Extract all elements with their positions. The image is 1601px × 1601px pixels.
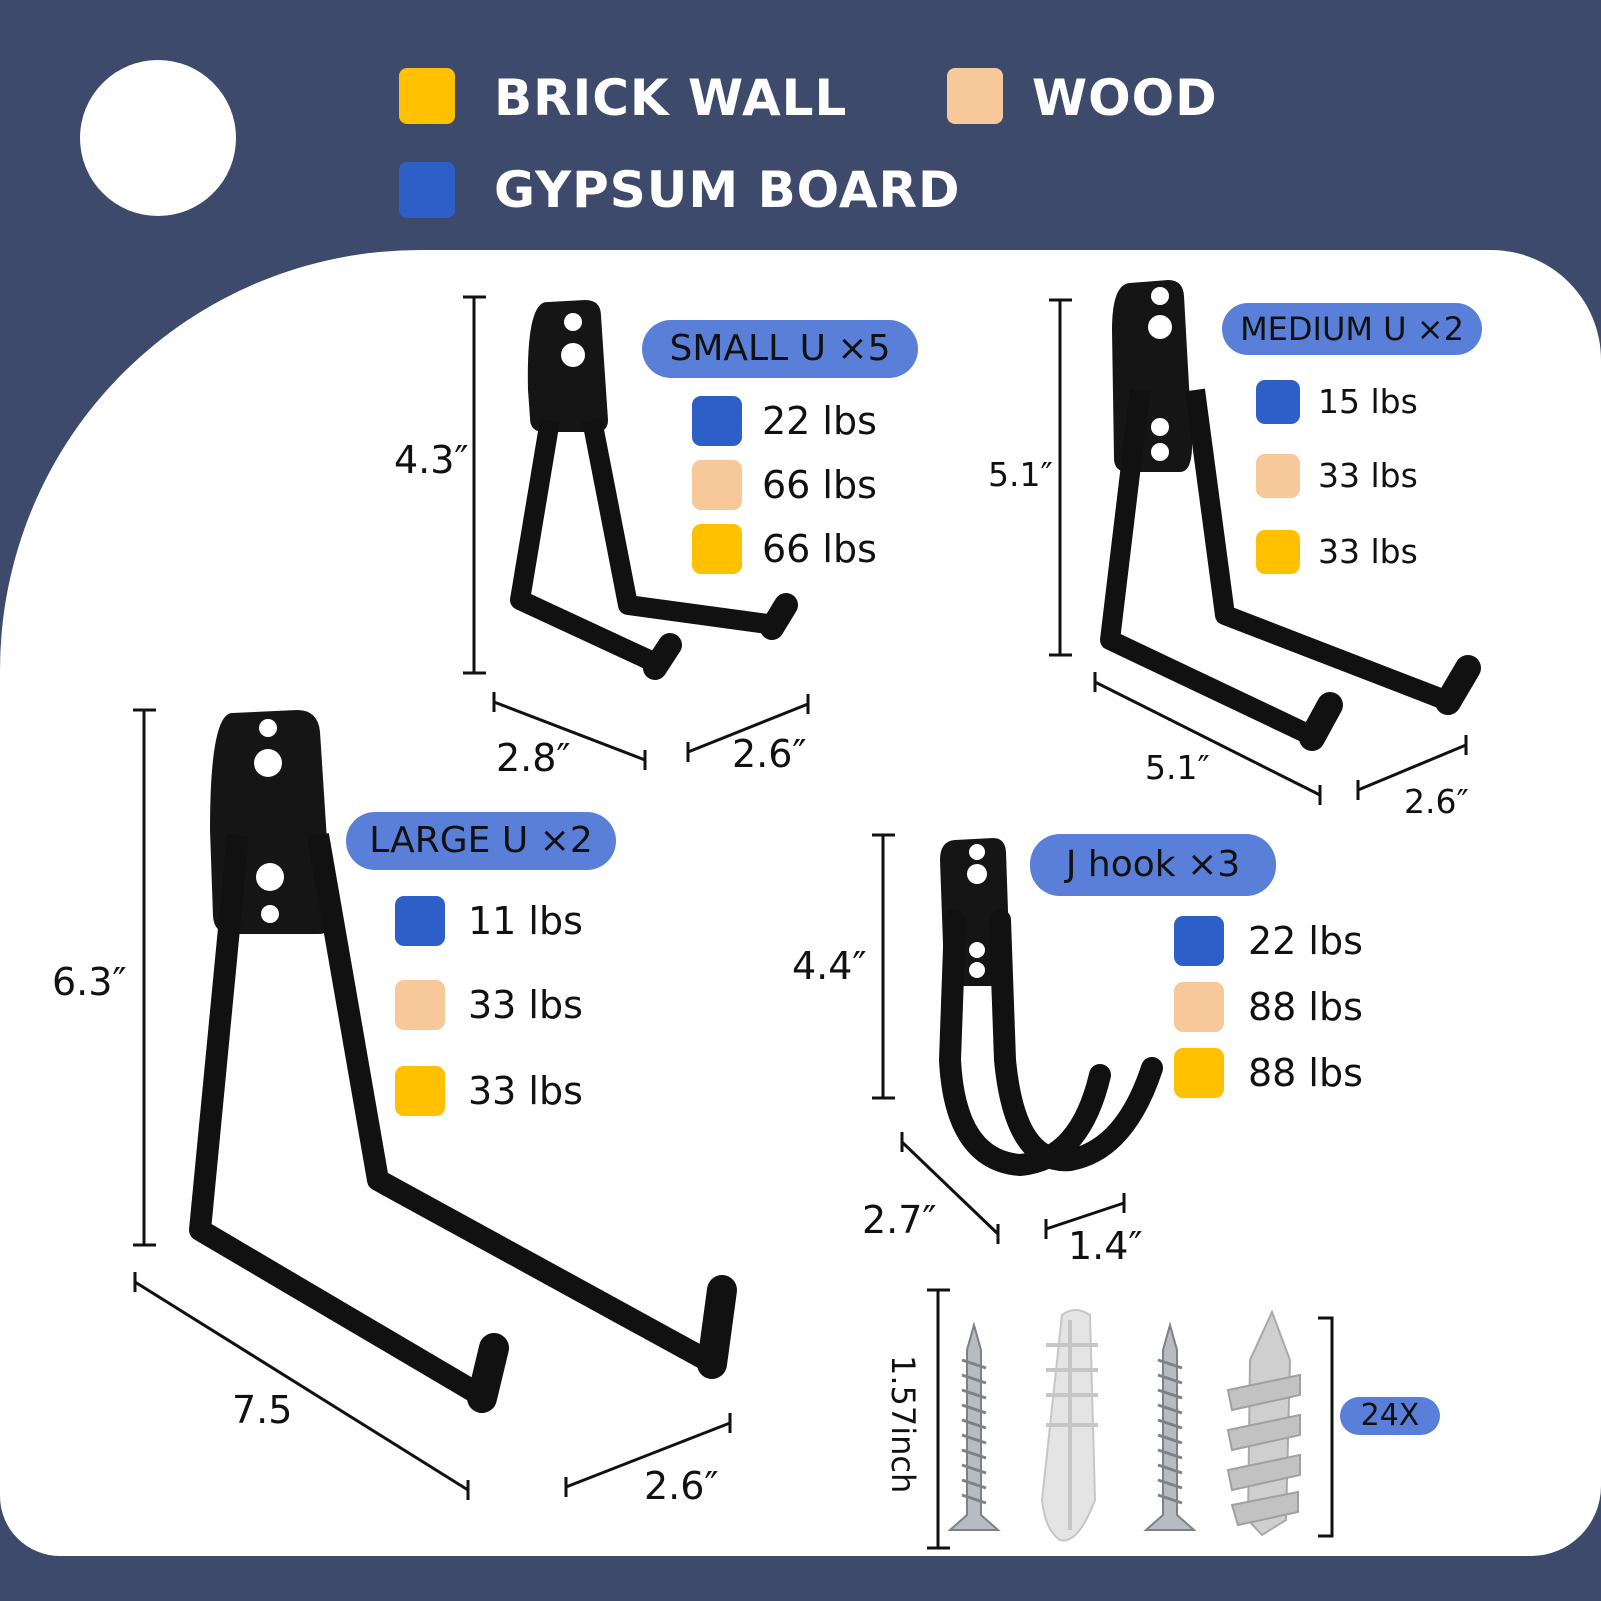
small-width-dim: 2.8″ bbox=[496, 736, 571, 780]
large-gypsum-weight: 11 lbs bbox=[468, 899, 583, 943]
medium-dimension-lines bbox=[1049, 298, 1468, 805]
large-depth-dim: 2.6″ bbox=[644, 1464, 719, 1508]
j-hook-image bbox=[938, 838, 1163, 1177]
medium-u-title: MEDIUM U ×2 bbox=[1222, 303, 1482, 355]
plastic-anchor-image bbox=[1040, 1309, 1098, 1542]
small-brick-swatch bbox=[692, 524, 742, 574]
large-brick-swatch bbox=[395, 1066, 445, 1116]
wood-screw-image-2 bbox=[1144, 1323, 1196, 1532]
small-wood-weight: 66 lbs bbox=[762, 463, 877, 507]
jhook-gypsum-weight: 22 lbs bbox=[1248, 919, 1363, 963]
medium-brick-swatch bbox=[1256, 530, 1300, 574]
legend-swatch-wood bbox=[947, 68, 1003, 124]
legend-label-brick: BRICK WALL bbox=[494, 69, 848, 127]
medium-gypsum-swatch bbox=[1256, 380, 1300, 424]
large-wood-swatch bbox=[395, 980, 445, 1030]
hardware-count-badge: 24X bbox=[1340, 1397, 1440, 1435]
small-brick-weight: 66 lbs bbox=[762, 527, 877, 571]
jhook-brick-swatch bbox=[1174, 1048, 1224, 1098]
jhook-wood-weight: 88 lbs bbox=[1248, 985, 1363, 1029]
hardware-dimension-lines bbox=[927, 1288, 1334, 1550]
small-u-hook-image bbox=[510, 300, 798, 680]
large-brick-weight: 33 lbs bbox=[468, 1069, 583, 1113]
hardware-length-label: 1.57inch bbox=[884, 1355, 922, 1494]
legend-swatch-brick bbox=[399, 68, 455, 124]
medium-wood-weight: 33 lbs bbox=[1318, 456, 1418, 495]
jhook-dimension-lines bbox=[872, 833, 1126, 1244]
jhook-depth-dim: 1.4″ bbox=[1068, 1224, 1143, 1268]
large-wood-weight: 33 lbs bbox=[468, 983, 583, 1027]
medium-u-hook-image bbox=[1100, 280, 1481, 751]
jhook-title: J hook ×3 bbox=[1030, 834, 1276, 896]
medium-height-dim: 5.1″ bbox=[988, 455, 1053, 494]
small-depth-dim: 2.6″ bbox=[732, 732, 807, 776]
jhook-wood-swatch bbox=[1174, 982, 1224, 1032]
drywall-anchor-image bbox=[1226, 1309, 1301, 1537]
large-width-dim: 7.5 bbox=[232, 1388, 293, 1432]
medium-width-dim: 5.1″ bbox=[1145, 748, 1210, 787]
large-u-title: LARGE U ×2 bbox=[346, 812, 616, 870]
small-wood-swatch bbox=[692, 460, 742, 510]
small-u-title: SMALL U ×5 bbox=[642, 320, 918, 378]
jhook-height-dim: 4.4″ bbox=[792, 944, 867, 988]
large-height-dim: 6.3″ bbox=[52, 960, 127, 1004]
large-dimension-lines bbox=[133, 708, 732, 1500]
jhook-brick-weight: 88 lbs bbox=[1248, 1051, 1363, 1095]
small-dimension-lines bbox=[463, 295, 810, 770]
medium-depth-dim: 2.6″ bbox=[1404, 782, 1469, 821]
medium-wood-swatch bbox=[1256, 454, 1300, 498]
small-gypsum-weight: 22 lbs bbox=[762, 399, 877, 443]
medium-gypsum-weight: 15 lbs bbox=[1318, 382, 1418, 421]
small-gypsum-swatch bbox=[692, 396, 742, 446]
legend-swatch-gypsum bbox=[399, 162, 455, 218]
large-gypsum-swatch bbox=[395, 896, 445, 946]
legend-label-gypsum: GYPSUM BOARD bbox=[494, 161, 961, 219]
decorative-circle bbox=[80, 60, 236, 216]
jhook-width-dim: 2.7″ bbox=[862, 1198, 937, 1242]
legend-label-wood: WOOD bbox=[1032, 69, 1218, 127]
jhook-gypsum-swatch bbox=[1174, 916, 1224, 966]
medium-brick-weight: 33 lbs bbox=[1318, 532, 1418, 571]
small-height-dim: 4.3″ bbox=[394, 438, 469, 482]
large-u-hook-image bbox=[189, 710, 737, 1413]
wood-screw-image-1 bbox=[948, 1323, 1000, 1532]
